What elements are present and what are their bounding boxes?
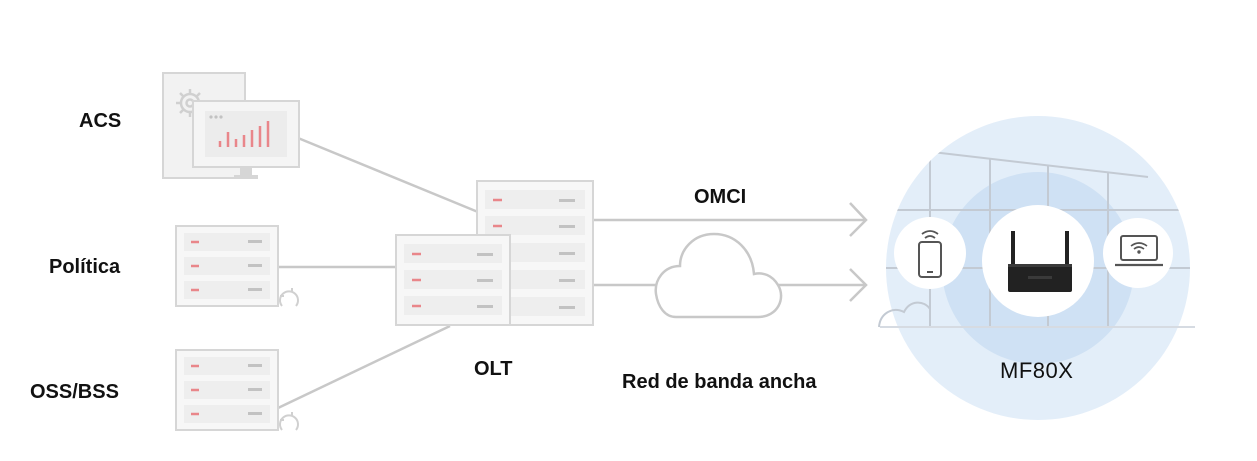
olt-label: OLT [474, 358, 513, 380]
politica-label: Política [49, 256, 121, 278]
router-icon [982, 205, 1094, 317]
oss-bss-label: OSS/BSS [30, 381, 119, 403]
olt-chassis-back [476, 180, 594, 326]
broadband-arrow-icon [849, 268, 868, 302]
phone-icon [894, 217, 966, 289]
acs-label: ACS [79, 110, 122, 132]
device-label: MF80X [1000, 358, 1074, 383]
acs-server-icon [162, 72, 300, 179]
omci-arrow-icon [849, 202, 868, 237]
politica-server-icon [175, 225, 299, 307]
acs-to-olt-line [297, 136, 479, 214]
wifi-icon [1130, 242, 1148, 254]
gear-icon [279, 288, 299, 307]
broadband-label: Red de banda ancha [622, 371, 817, 393]
laptop-icon [1103, 218, 1173, 288]
oss-to-olt-line [277, 324, 451, 410]
omci-label: OMCI [694, 186, 747, 208]
olt-chassis-front [395, 234, 511, 326]
connection-lines [277, 136, 868, 410]
home-scene [878, 116, 1195, 420]
oss-bss-server-icon [175, 349, 299, 431]
bar-chart-icon [218, 121, 270, 147]
cloud-icon [654, 232, 783, 319]
gear-icon [279, 412, 299, 431]
